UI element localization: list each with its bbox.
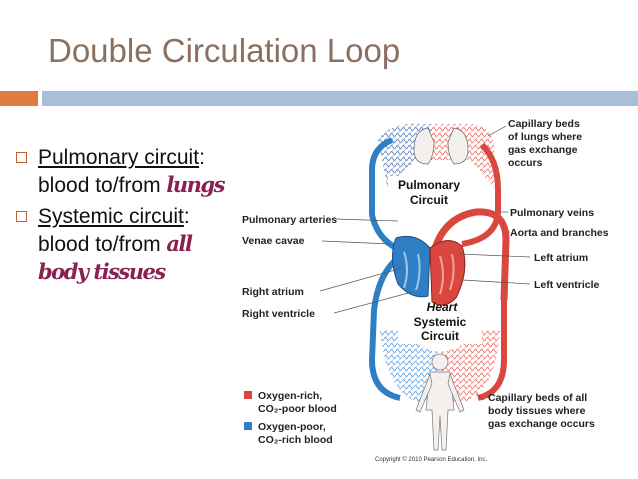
body-capillary-bed-blue	[380, 330, 440, 402]
bullet-text: blood to/from	[38, 233, 167, 256]
aorta-vessel	[428, 208, 510, 301]
venae-cavae-label: Venae cavae	[242, 235, 305, 247]
bullet-emphasis: body tissues	[38, 259, 166, 284]
body-capillary-bed-red	[440, 330, 500, 402]
bullet-pulmonary: Pulmonary circuit: blood to/from lungs	[14, 144, 244, 199]
pulmonary-veins-label: Pulmonary veins	[510, 207, 594, 219]
copyright-text: Copyright © 2010 Pearson Education, Inc.	[375, 456, 487, 463]
systemic-artery-vessel	[477, 300, 507, 401]
bullet-colon: :	[199, 146, 205, 169]
pulmonary-arteries-label: Pulmonary arteries	[242, 214, 337, 226]
bullet-systemic: Systemic circuit: blood to/from all body…	[14, 203, 244, 286]
legend-oxygen-rich: Oxygen-rich, CO₂-poor blood	[258, 390, 337, 415]
title-accent-bar	[0, 91, 38, 106]
square-bullet-icon	[16, 152, 27, 163]
right-heart-chambers	[392, 235, 431, 298]
capillary-body-label: Capillary beds of all body tissues where…	[488, 392, 595, 430]
bullet-emphasis: all	[166, 231, 193, 256]
bullet-text: blood to/from	[38, 174, 167, 197]
bullet-term: Systemic circuit	[38, 205, 184, 228]
bullet-colon: :	[183, 205, 190, 228]
systemic-circuit-label: Circuit	[421, 329, 459, 343]
slide-title: Double Circulation Loop	[48, 32, 401, 69]
bullet-term: Pulmonary circuit	[38, 146, 200, 169]
aorta-label: Aorta and branches	[510, 227, 609, 239]
pulmonary-circuit-label: Circuit	[410, 193, 448, 207]
lungs-icon	[413, 127, 469, 165]
bullet-list: Pulmonary circuit: blood to/from lungs S…	[14, 144, 244, 290]
legend-swatch-blue	[244, 422, 252, 430]
capillary-lungs-label: Capillary beds of lungs where gas exchan…	[508, 118, 585, 169]
human-body-icon	[415, 353, 465, 451]
systemic-circuit-label: Systemic	[414, 315, 467, 329]
heart-label: Heart	[427, 300, 459, 314]
left-heart-chambers	[429, 240, 466, 306]
pulmonary-vein-vessel	[461, 142, 501, 247]
legend: Oxygen-rich, CO₂-poor blood Oxygen-poor,…	[244, 390, 337, 446]
left-atrium-label: Left atrium	[534, 252, 588, 264]
square-bullet-icon	[16, 211, 27, 222]
left-ventricle-label: Left ventricle	[534, 279, 600, 291]
title-divider-bar	[42, 91, 638, 106]
bullet-emphasis: lungs	[166, 172, 225, 197]
legend-swatch-red	[244, 391, 252, 399]
pulmonary-circuit-label: Pulmonary	[398, 178, 460, 192]
legend-oxygen-poor: Oxygen-poor, CO₂-rich blood	[258, 421, 333, 446]
right-ventricle-label: Right ventricle	[242, 308, 315, 320]
right-atrium-label: Right atrium	[242, 286, 304, 298]
